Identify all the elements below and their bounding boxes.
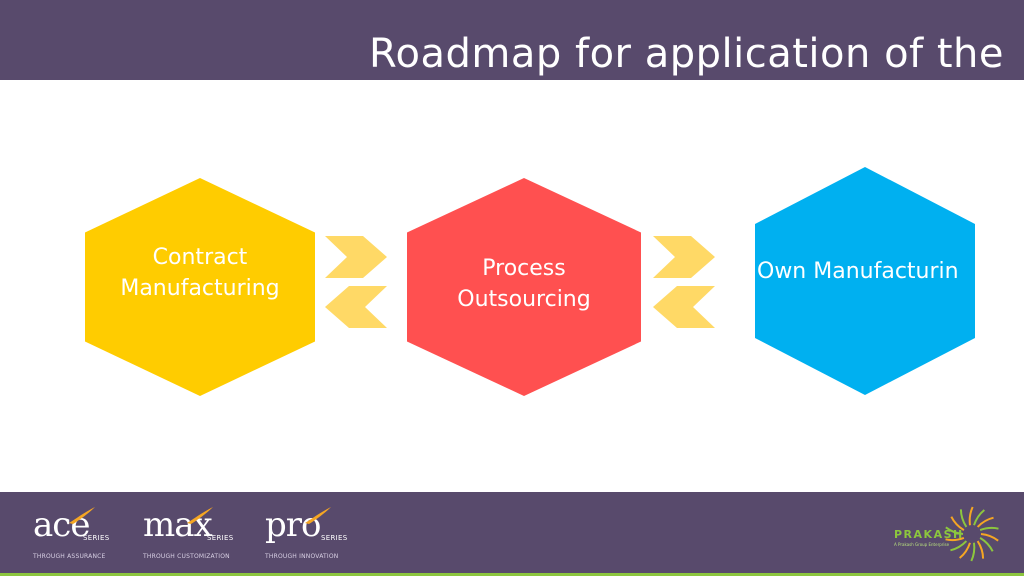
logo-tagline: A Prakash Group Enterprise bbox=[894, 542, 950, 547]
brand-tagline: THROUGH CUSTOMIZATION bbox=[143, 553, 230, 560]
brand-pro-logo: pro SERIES THROUGH INNOVATION bbox=[265, 505, 347, 560]
sun-ray bbox=[979, 526, 999, 532]
swoosh-icon bbox=[305, 507, 331, 524]
sun-ray bbox=[945, 536, 965, 542]
chevron-right-icon bbox=[325, 236, 387, 278]
sun-ray bbox=[950, 540, 968, 552]
stage-contract-manufacturing: Contract Manufacturing bbox=[85, 178, 315, 396]
sun-ray bbox=[959, 509, 968, 528]
brand-word: max bbox=[143, 505, 213, 545]
stage-process-outsourcing: Process Outsourcing bbox=[407, 178, 641, 396]
prakash-logo: PRAKASH A Prakash Group Enterprise bbox=[886, 500, 1006, 570]
sun-ray bbox=[945, 526, 964, 535]
sun-ray bbox=[979, 537, 994, 552]
logo-name: PRAKASH bbox=[894, 528, 964, 541]
brand-word: ace bbox=[33, 505, 90, 545]
sun-ray bbox=[980, 533, 999, 542]
brand-tagline: THROUGH ASSURANCE bbox=[33, 553, 106, 560]
footer-bar bbox=[0, 492, 1024, 576]
sun-ray bbox=[959, 542, 971, 559]
slide-title: Roadmap for application of the bbox=[369, 31, 1004, 77]
brand-series: SERIES bbox=[207, 534, 234, 542]
brand-tagline: THROUGH INNOVATION bbox=[265, 553, 339, 560]
footer-accent-line bbox=[0, 573, 1024, 576]
chevron-left-icon bbox=[653, 286, 715, 328]
sun-ray bbox=[950, 516, 965, 531]
stage-label: Own Manufacturin bbox=[757, 258, 959, 284]
sun-ray bbox=[968, 506, 974, 526]
brand-series: SERIES bbox=[83, 534, 110, 542]
brand-word: pro bbox=[265, 505, 321, 545]
chevron-right-icon bbox=[653, 236, 715, 278]
chevron-left-icon bbox=[325, 286, 387, 328]
stage-label: Contract Manufacturing bbox=[120, 245, 280, 301]
sun-ray bbox=[976, 516, 994, 528]
brand-series: SERIES bbox=[321, 534, 348, 542]
sun-ray bbox=[976, 540, 985, 559]
sun-ray bbox=[970, 542, 976, 562]
stage-own-manufacturing: Own Manufacturin bbox=[755, 167, 975, 395]
stage-label: Process Outsourcing bbox=[457, 256, 591, 312]
sun-ray bbox=[973, 509, 985, 526]
header-bar: Roadmap for application of the bbox=[0, 0, 1024, 80]
brand-ace-logo: ace SERIES THROUGH ASSURANCE bbox=[33, 505, 109, 560]
swoosh-icon bbox=[187, 507, 213, 524]
brand-max-logo: max SERIES THROUGH CUSTOMIZATION bbox=[143, 505, 233, 560]
sunburst-icon bbox=[945, 506, 999, 562]
swoosh-icon bbox=[69, 507, 95, 524]
